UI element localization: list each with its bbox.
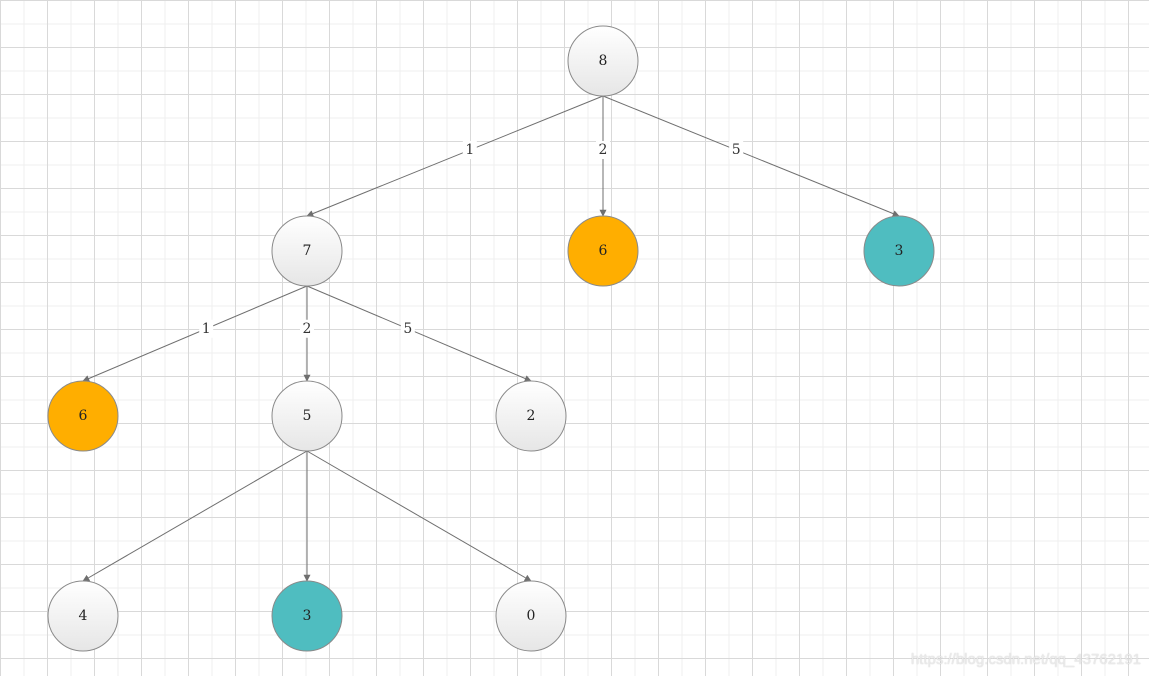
- edge-weight-label: 1: [202, 321, 211, 337]
- tree-node: 6: [47, 380, 119, 452]
- tree-node: 7: [271, 215, 343, 287]
- node-circle: [495, 580, 567, 652]
- edge-weight-label: 2: [599, 142, 608, 158]
- node-label: 0: [527, 608, 536, 624]
- node-label: 6: [79, 408, 88, 424]
- edge-label-background: [596, 141, 610, 159]
- watermark-text: https://blog.csdn.net/qq_43762191: [910, 651, 1141, 668]
- edge-n8-n7: [306, 95, 604, 217]
- node-label: 6: [599, 243, 608, 259]
- edge-weight-label: 1: [465, 142, 474, 158]
- edges-layer: 1 2 5 1 2 5: [82, 95, 900, 582]
- nodes-layer: 8 7 6 3 6 5 2 4 3 0: [47, 25, 935, 652]
- node-circle: [47, 580, 119, 652]
- edge-weight-label: 5: [732, 142, 741, 158]
- tree-node: 2: [495, 380, 567, 452]
- edge-n7-n2: [306, 285, 532, 382]
- node-circle: [47, 380, 119, 452]
- edge-label-background: [729, 141, 744, 159]
- node-circle: [567, 215, 639, 287]
- edge-label-background: [400, 319, 415, 338]
- node-label: 3: [895, 243, 904, 259]
- tree-node: 5: [271, 380, 343, 452]
- tree-node: 4: [47, 580, 119, 652]
- node-label: 4: [79, 608, 88, 624]
- edge-label-background: [300, 319, 314, 338]
- edge-n5-n0: [306, 450, 532, 582]
- edge-label-background: [462, 141, 477, 159]
- node-circle: [271, 580, 343, 652]
- edge-label-background: [199, 319, 214, 338]
- node-circle: [863, 215, 935, 287]
- node-circle: [495, 380, 567, 452]
- node-circle: [271, 215, 343, 287]
- tree-node: 0: [495, 580, 567, 652]
- node-circle: [271, 380, 343, 452]
- node-label: 7: [303, 243, 312, 259]
- edge-n7-n6b: [82, 285, 308, 382]
- edge-weight-label: 5: [403, 321, 412, 337]
- node-label: 3: [303, 608, 312, 624]
- tree-node: 8: [567, 25, 639, 97]
- tree-node: 3: [271, 580, 343, 652]
- tree-node: 3: [863, 215, 935, 287]
- tree-node: 6: [567, 215, 639, 287]
- node-label: 5: [303, 408, 312, 424]
- node-circle: [567, 25, 639, 97]
- node-label: 2: [527, 408, 536, 424]
- edge-weight-label: 2: [303, 321, 312, 337]
- edge-n8-n3a: [602, 95, 900, 217]
- edge-n5-n4: [82, 450, 308, 582]
- node-label: 8: [599, 53, 608, 69]
